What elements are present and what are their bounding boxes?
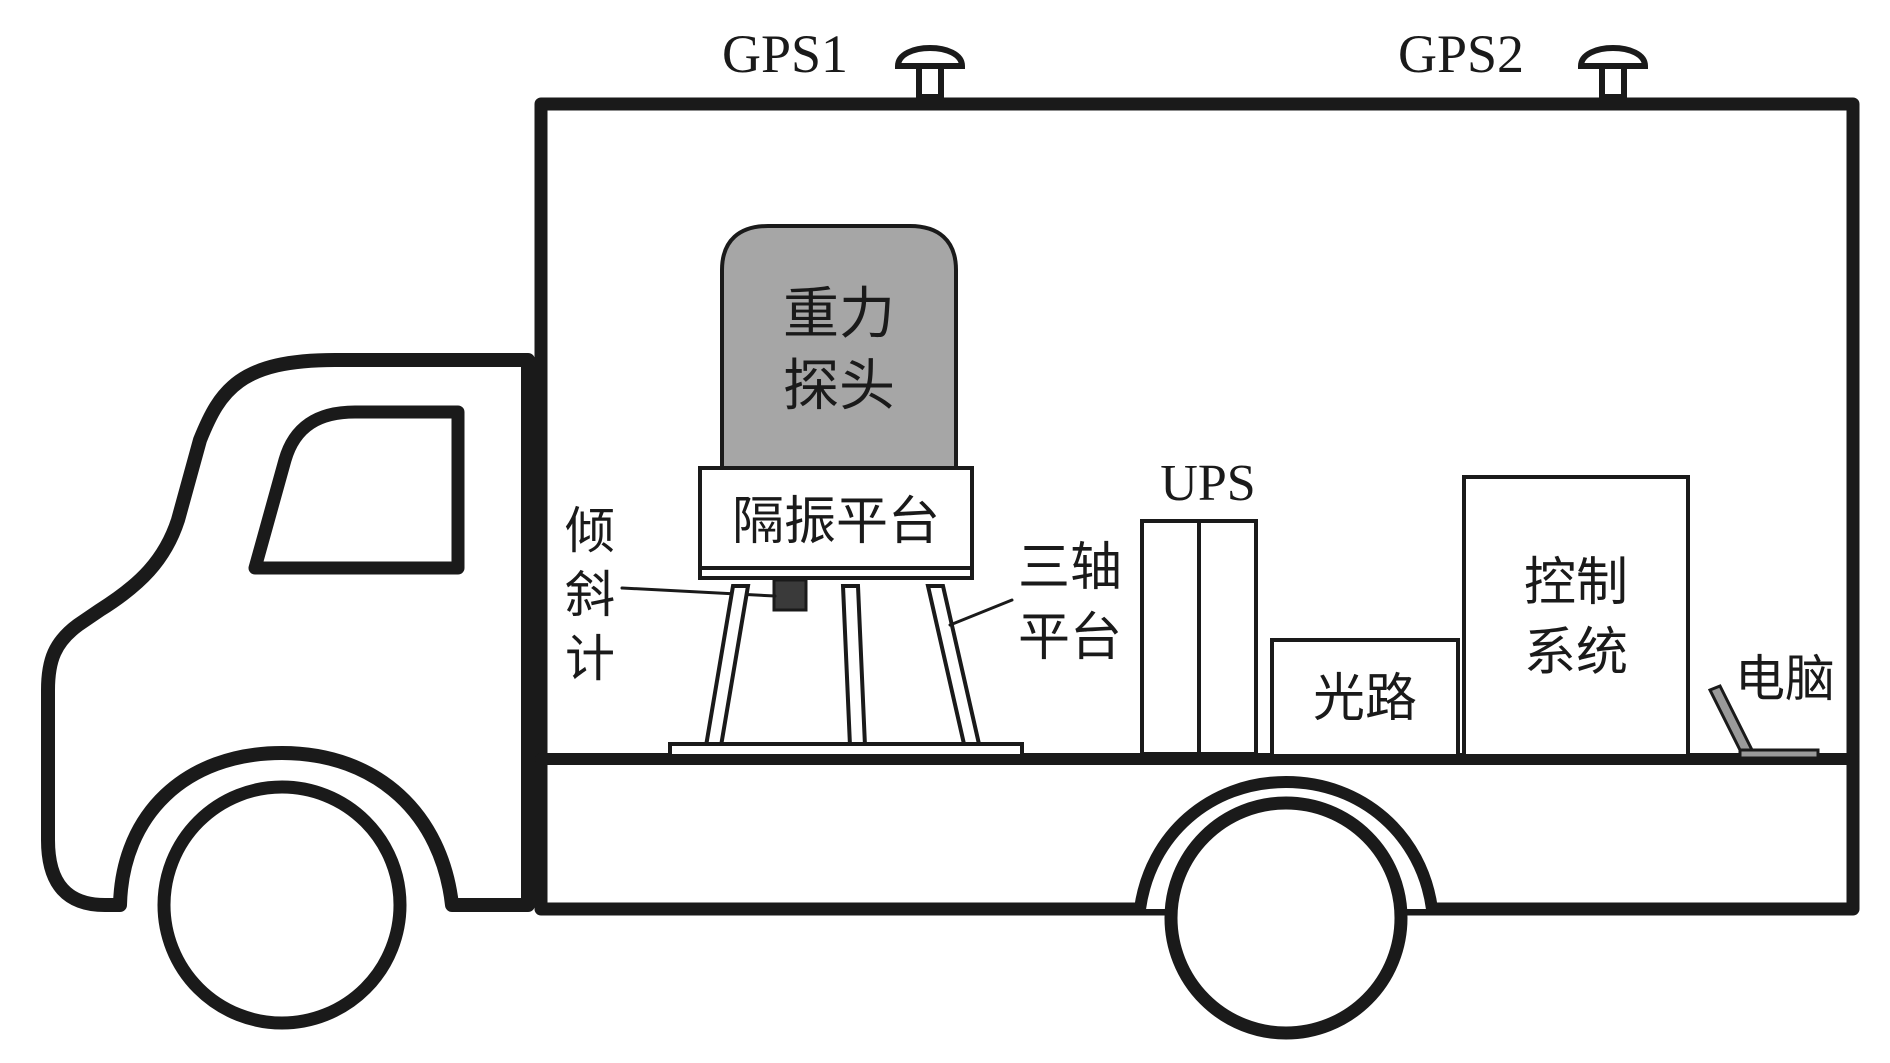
optical-path-box <box>1270 638 1460 758</box>
isolation-platform-label: 隔振平台 <box>732 492 940 552</box>
isolation-platform <box>698 466 974 576</box>
triaxial-base <box>668 742 1024 758</box>
gps2-antenna <box>1577 45 1649 100</box>
control-system-label-line1: 控制 <box>1524 553 1628 613</box>
tiltmeter-label-line1: 倾 <box>565 502 615 560</box>
computer-label: 电脑 <box>1735 650 1835 708</box>
gps2-label: GPS2 <box>1398 24 1524 84</box>
optical-path-label: 光路 <box>1313 669 1417 729</box>
cab-window <box>248 405 465 575</box>
gravity-probe-label-line1: 重力 <box>783 282 895 347</box>
gps1-antenna <box>894 45 966 100</box>
isolation-platform-base <box>698 566 974 580</box>
front-wheel <box>157 780 407 1030</box>
ups-label: UPS <box>1160 455 1255 512</box>
triaxial-legs <box>703 584 982 748</box>
triaxial-leader <box>948 598 1014 627</box>
ups-unit <box>1140 519 1258 756</box>
gravity-probe <box>720 224 958 470</box>
control-system-box <box>1462 475 1690 758</box>
tiltmeter <box>772 578 808 612</box>
tiltmeter-label-line2: 斜 <box>565 566 615 624</box>
control-system-label-line2: 系统 <box>1524 623 1628 683</box>
triaxial-label-line1: 三轴 <box>1018 538 1122 598</box>
tiltmeter-leader <box>620 586 777 598</box>
truck-cab <box>41 353 535 912</box>
laptop-icon <box>1707 684 1820 760</box>
rear-wheel <box>1164 796 1408 1040</box>
tiltmeter-label-line3: 计 <box>565 630 615 688</box>
triaxial-label-line2: 平台 <box>1018 608 1122 668</box>
gravity-probe-label-line2: 探头 <box>783 354 895 419</box>
gps1-label: GPS1 <box>722 24 848 84</box>
